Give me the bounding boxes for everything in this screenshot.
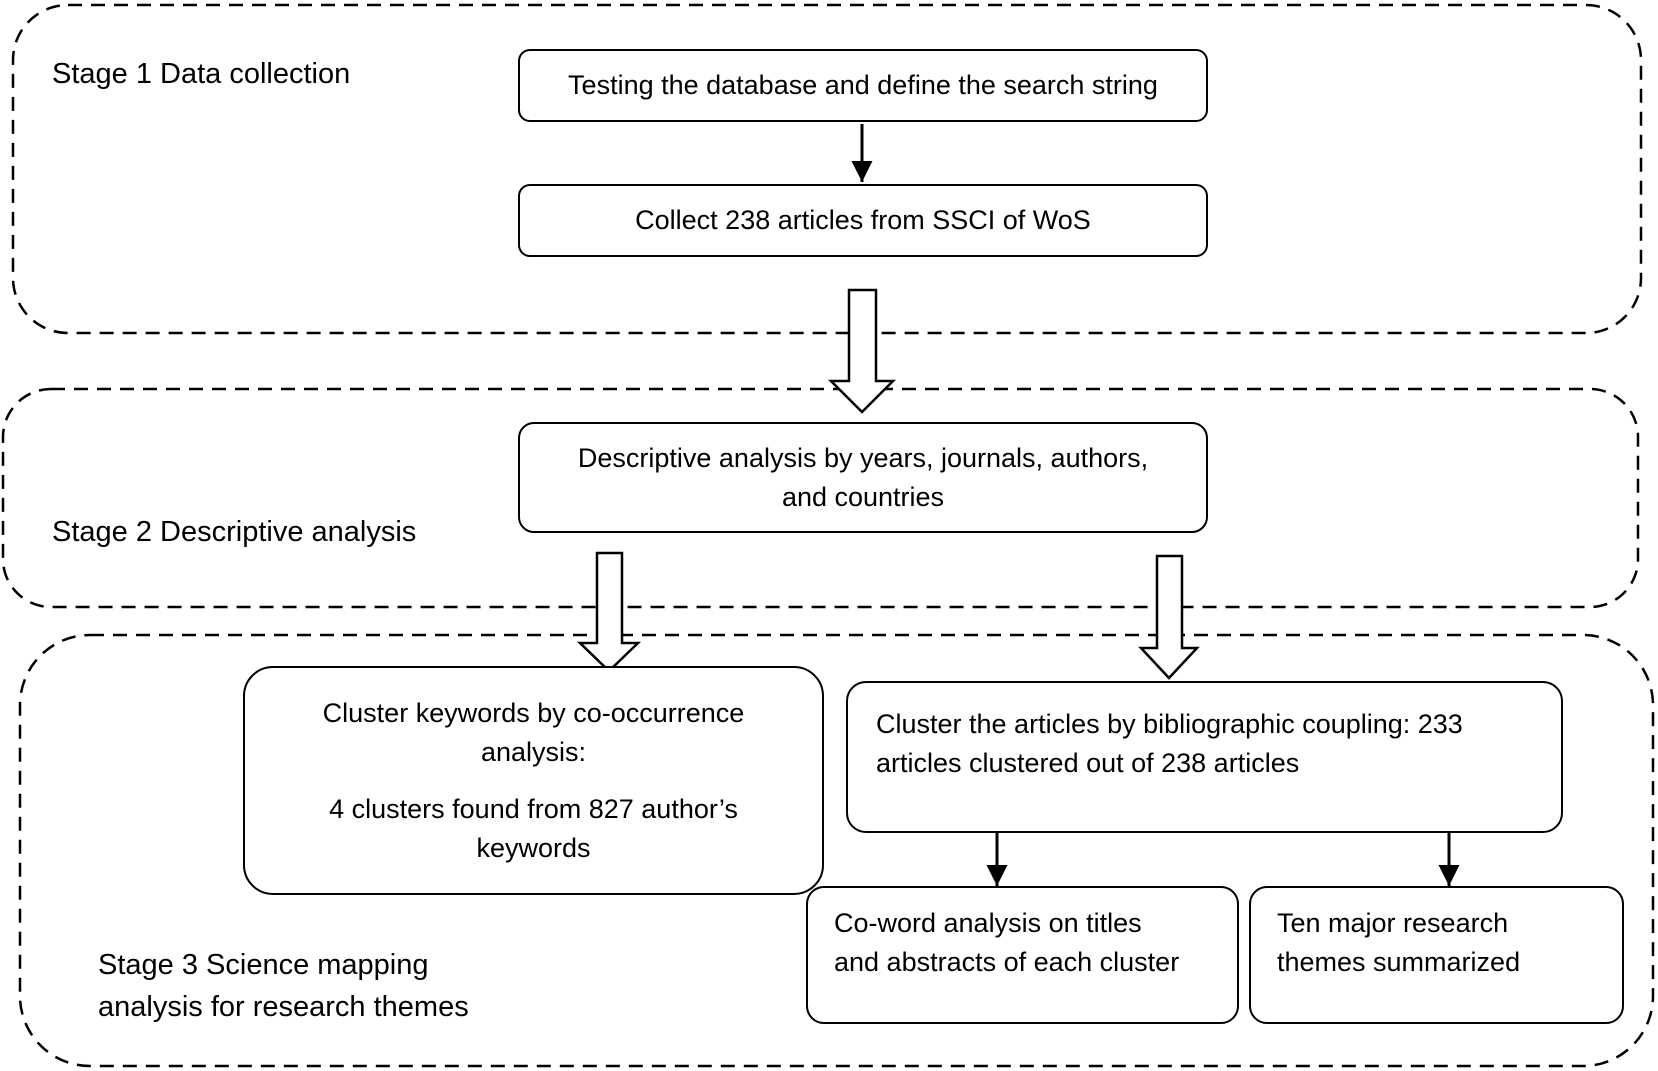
- testing-database-text: Testing the database and define the sear…: [568, 70, 1158, 100]
- stage1-container: [11, 3, 1643, 335]
- coword-analysis-box: Co-word analysis on titles and abstracts…: [806, 886, 1239, 1024]
- cluster-articles-line1: Cluster the articles by bibliographic co…: [876, 709, 1463, 739]
- stage2-container: [1, 387, 1640, 609]
- block-arrow-stage1-to-stage2: [827, 288, 897, 414]
- cluster-keywords-line4: keywords: [476, 832, 591, 863]
- stage3-container: [18, 633, 1655, 1068]
- collect-articles-text: Collect 238 articles from SSCI of WoS: [635, 205, 1091, 235]
- descriptive-analysis-line2: and countries: [781, 481, 945, 512]
- stage3-label: Stage 3 Science mapping analysis for res…: [98, 944, 469, 1028]
- cluster-articles-box: Cluster the articles by bibliographic co…: [846, 681, 1563, 833]
- cluster-keywords-line1: Cluster keywords by co-occurrence: [322, 697, 745, 728]
- descriptive-analysis-box: Descriptive analysis by years, journals,…: [518, 422, 1208, 533]
- testing-database-box: Testing the database and define the sear…: [518, 49, 1208, 122]
- ten-themes-line1: Ten major research: [1277, 908, 1509, 938]
- block-arrow-descriptive-to-keywords: [576, 551, 642, 673]
- ten-themes-line2: themes summarized: [1277, 947, 1521, 977]
- descriptive-analysis-line1: Descriptive analysis by years, journals,…: [577, 442, 1149, 473]
- stage2-label: Stage 2 Descriptive analysis: [52, 516, 417, 548]
- block-arrow-descriptive-to-articles: [1138, 554, 1200, 680]
- collect-articles-box: Collect 238 articles from SSCI of WoS: [518, 184, 1208, 257]
- ten-themes-box: Ten major research themes summarized: [1249, 886, 1624, 1024]
- stage1-label: Stage 1 Data collection: [52, 58, 351, 90]
- cluster-keywords-line3: 4 clusters found from 827 author’s: [329, 793, 738, 824]
- coword-analysis-line2: and abstracts of each cluster: [834, 947, 1180, 977]
- cluster-keywords-box: Cluster keywords by co-occurrence analys…: [243, 666, 824, 895]
- stage3-label-line1: Stage 3 Science mapping: [98, 949, 429, 981]
- coword-analysis-line1: Co-word analysis on titles: [834, 908, 1142, 938]
- cluster-articles-line2: articles clustered out of 238 articles: [876, 748, 1300, 778]
- cluster-keywords-line2: analysis:: [480, 736, 587, 767]
- stage3-label-line2: analysis for research themes: [98, 991, 469, 1023]
